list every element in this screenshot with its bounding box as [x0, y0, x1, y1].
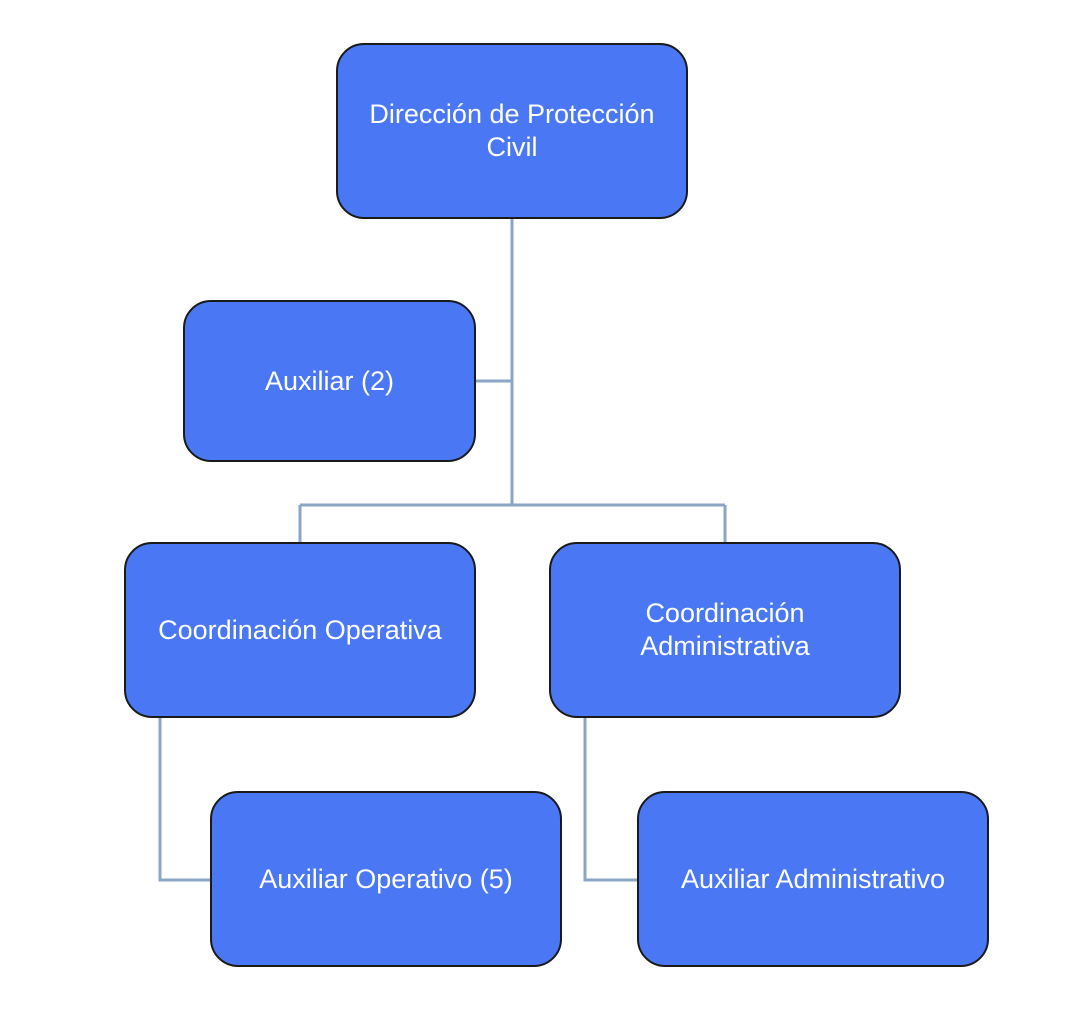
connector-auxiliar-operativo — [158, 718, 210, 882]
node-label: Auxiliar Administrativo — [680, 863, 946, 894]
connector-auxiliar-administrativo — [583, 718, 637, 882]
node-auxiliar-operativo: Auxiliar Operativo (5) — [210, 791, 562, 967]
node-label: Coordinación Administrativa — [640, 598, 810, 661]
node-label: Coordinación Operativa — [158, 614, 442, 645]
node-direccion-proteccion-civil: Dirección de Protección Civil — [336, 43, 688, 219]
node-coordinacion-administrativa: Coordinación Administrativa — [549, 542, 901, 718]
node-label: Dirección de Protección Civil — [369, 99, 655, 162]
node-coordinacion-operativa: Coordinación Operativa — [124, 542, 476, 718]
node-label: Auxiliar Operativo (5) — [259, 863, 513, 894]
node-auxiliar-administrativo: Auxiliar Administrativo — [637, 791, 989, 967]
node-auxiliar: Auxiliar (2) — [183, 300, 476, 462]
node-label: Auxiliar (2) — [264, 365, 395, 396]
